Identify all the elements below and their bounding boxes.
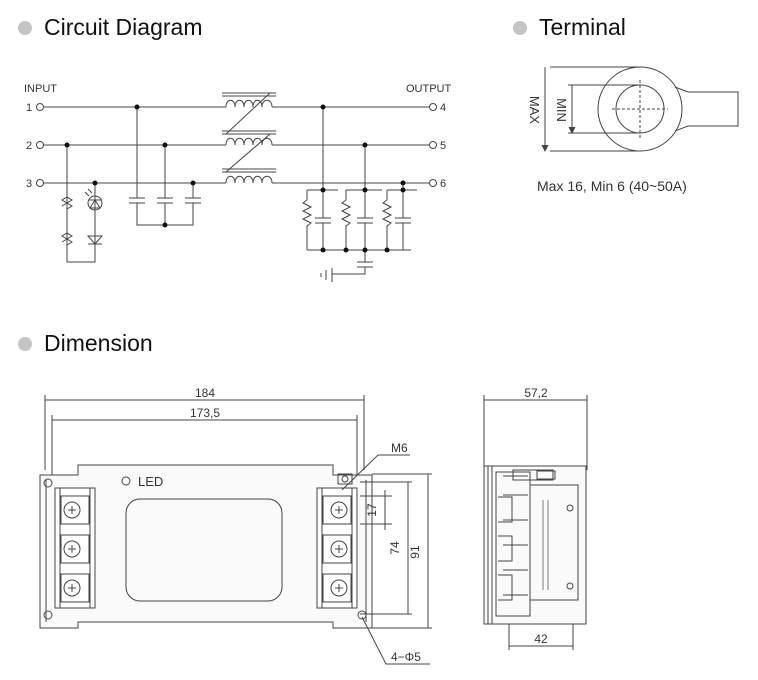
coil-1 <box>225 99 273 108</box>
output-pin-5: 5 <box>440 140 446 152</box>
side-view: 57,2 42 <box>483 386 588 650</box>
section-title-terminal: Terminal <box>539 14 626 40</box>
input-pin-2: 2 <box>26 140 32 152</box>
dim-screw: M6 <box>391 441 408 455</box>
dim-pitch: 17 <box>365 503 379 517</box>
input-label: INPUT <box>24 83 57 95</box>
front-view: 184 173,5 LED M6 17 74 91 <box>39 386 432 665</box>
dim-span: 74 <box>388 541 402 555</box>
bullet-icon <box>18 336 32 351</box>
led-label: LED <box>138 474 163 489</box>
coil-2 <box>225 137 273 146</box>
section-title-dimension: Dimension <box>44 330 153 356</box>
junction-dots <box>64 104 406 253</box>
output-pin-4: 4 <box>440 102 446 114</box>
dim-overall-width: 184 <box>195 386 215 400</box>
section-title-circuit: Circuit Diagram <box>44 14 203 40</box>
bullet-icon <box>18 20 32 35</box>
dim-holes: 4−Φ5 <box>391 650 421 664</box>
output-label: OUTPUT <box>406 83 452 95</box>
ring-terminal-drawing: MAX MIN <box>527 66 739 152</box>
terminal-spec: Max 16, Min 6 (40~50A) <box>537 178 687 194</box>
section-header-dimension: Dimension <box>18 330 153 357</box>
input-pin-3: 3 <box>26 178 32 190</box>
dim-depth: 57,2 <box>524 386 548 400</box>
input-pin-1: 1 <box>26 102 32 114</box>
dim-inner-width: 173,5 <box>190 406 220 420</box>
dim-height: 91 <box>408 545 422 559</box>
dim-base-depth: 42 <box>534 632 548 646</box>
max-label: MAX <box>527 96 542 125</box>
section-header-circuit: Circuit Diagram <box>18 14 202 41</box>
coil-3 <box>225 175 273 184</box>
min-label: MIN <box>554 98 569 122</box>
section-header-terminal: Terminal <box>513 14 626 41</box>
bullet-icon <box>513 20 527 35</box>
output-pin-6: 6 <box>440 178 446 190</box>
